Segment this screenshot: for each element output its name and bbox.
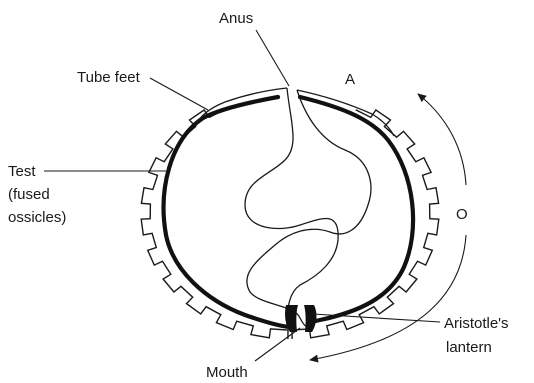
tube-feet-outline: [141, 110, 439, 339]
label-test-line2: (fused: [8, 186, 50, 203]
aboral-arrow-up: [418, 94, 466, 185]
anus-leader-line: [256, 30, 289, 86]
gut-outer-line: [245, 88, 338, 327]
gut-inner-line: [247, 90, 371, 327]
label-aristotles-lantern-line2: lantern: [446, 339, 492, 356]
label-test-line3: ossicles): [8, 209, 66, 226]
label-a: A: [345, 71, 355, 88]
mouth-leader-line: [255, 328, 300, 361]
label-tube-feet: Tube feet: [77, 69, 141, 86]
label-mouth: Mouth: [206, 364, 248, 381]
test-left-wall: [164, 97, 289, 327]
tube-feet-leader-line: [150, 78, 208, 110]
label-o: O: [456, 206, 468, 223]
aristotles-lantern-right-jaw: [304, 305, 316, 332]
label-test-line1: Test: [8, 163, 36, 180]
label-aristotles-lantern-line1: Aristotle's: [444, 315, 509, 332]
label-anus: Anus: [219, 10, 253, 27]
